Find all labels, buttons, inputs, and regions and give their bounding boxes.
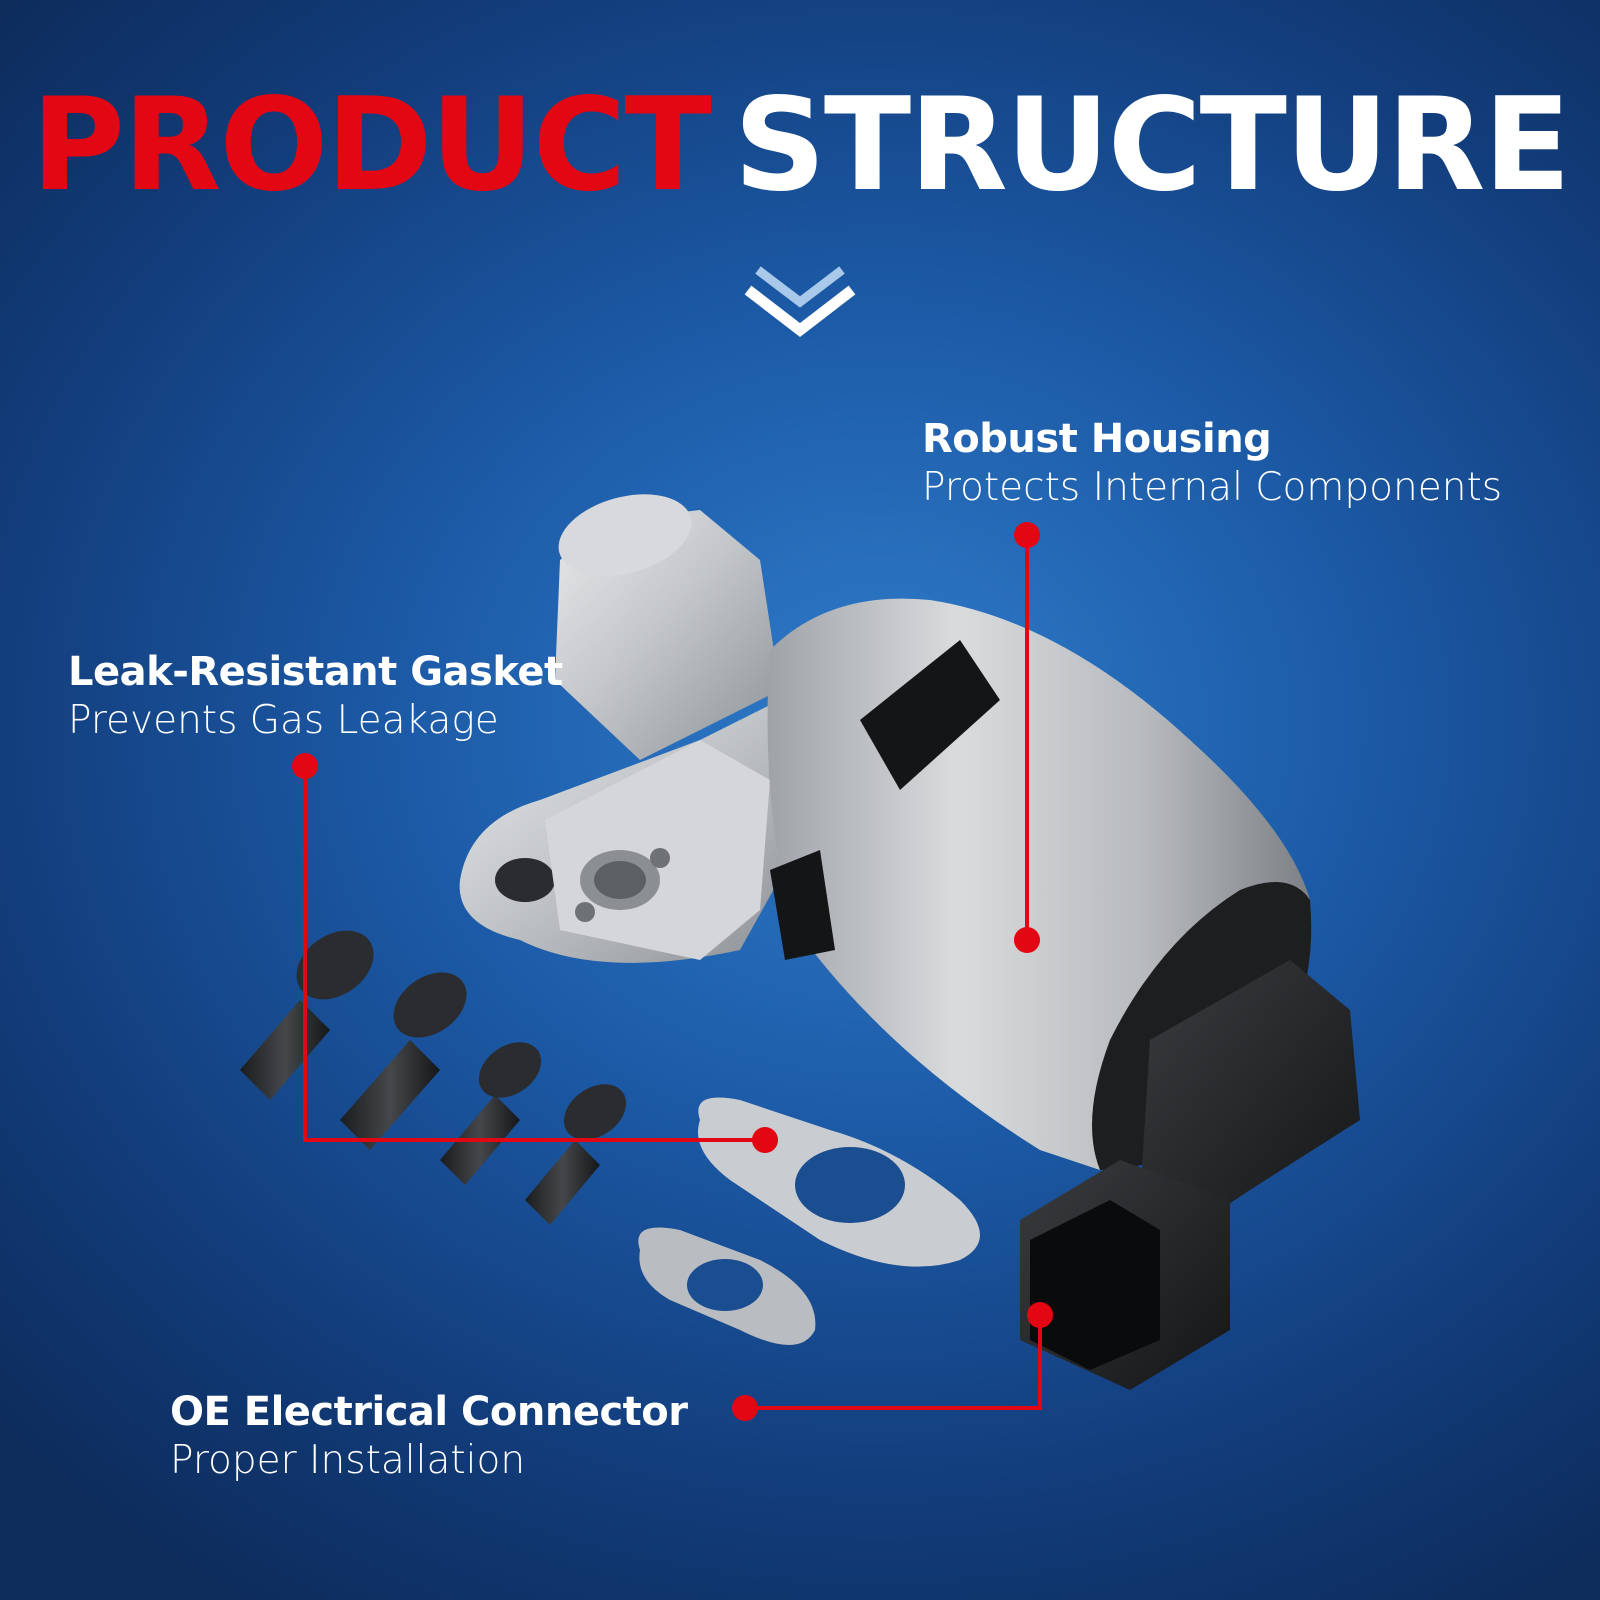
electrical-connector	[1020, 960, 1360, 1390]
gasket-small	[638, 1227, 816, 1345]
callout-oe-electrical-connector: OE Electrical Connector Proper Installat…	[170, 1388, 688, 1487]
callout-title: Leak-Resistant Gasket	[68, 649, 563, 695]
callout-subtitle: Proper Installation	[170, 1438, 526, 1483]
callout-subtitle: Prevents Gas Leakage	[68, 698, 499, 743]
callout-robust-housing: Robust Housing Protects Internal Compone…	[922, 415, 1502, 514]
callout-subtitle: Protects Internal Components	[922, 465, 1503, 510]
mounting-bolt-2	[340, 972, 467, 1150]
valve-inlet-tube	[555, 494, 780, 760]
title-word: STRUCTURE	[733, 71, 1571, 220]
callout-title: Robust Housing	[922, 416, 1272, 462]
valve-outlet-port	[545, 740, 770, 960]
chevron-double-down-icon	[744, 266, 856, 337]
callout-title: OE Electrical Connector	[170, 1389, 688, 1435]
title-accent-word: PRODUCT	[31, 71, 712, 220]
mounting-bolt-1	[240, 930, 374, 1100]
gasket-large	[698, 1097, 980, 1267]
mounting-bolt-3	[440, 1042, 542, 1185]
mounting-bolt-4	[525, 1084, 627, 1225]
callout-leak-resistant-gasket: Leak-Resistant Gasket Prevents Gas Leaka…	[68, 648, 563, 747]
